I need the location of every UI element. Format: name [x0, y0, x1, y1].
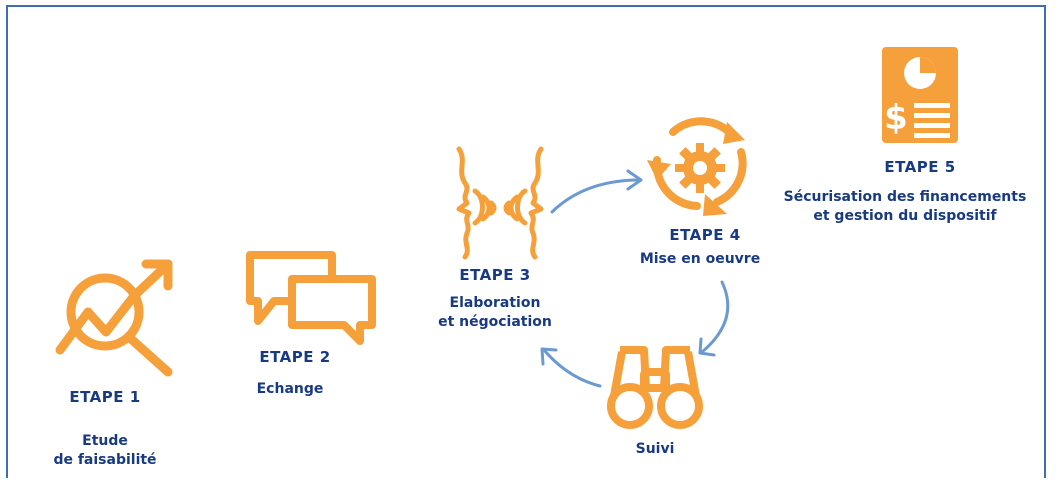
step-4-desc-line-1: Mise en oeuvre — [639, 251, 761, 267]
step-3-title: ETAPE 3 — [459, 266, 531, 284]
gear-cycle-icon — [645, 110, 755, 220]
step-1-desc-line-2: de faisabilité — [53, 452, 157, 468]
step-2-title: ETAPE 2 — [259, 348, 331, 366]
step-5-desc-line-2: et gestion du dispositif — [813, 208, 997, 224]
arrow-step3-to-step4 — [550, 178, 642, 214]
negotiation-faces-icon — [445, 145, 555, 260]
step-4-title: ETAPE 4 — [669, 226, 741, 244]
step-5-desc-line-1: Sécurisation des financements — [783, 189, 1027, 205]
diagram-frame — [6, 5, 1046, 478]
suivi-label: Suivi — [635, 441, 675, 457]
step-1-desc-line-1: Etude — [82, 433, 128, 449]
arrow-suivi-to-step3 — [542, 348, 602, 388]
chat-bubbles-icon — [240, 245, 380, 345]
step-3-desc-line-2: et négociation — [438, 314, 552, 330]
svg-text:$: $ — [884, 98, 908, 138]
financial-report-icon: $ — [880, 45, 960, 145]
step-5-title: ETAPE 5 — [884, 158, 956, 176]
binoculars-icon — [600, 340, 710, 430]
arrow-step4-to-suivi — [700, 280, 730, 354]
step-1-title: ETAPE 1 — [69, 388, 141, 406]
step-3-desc-line-1: Elaboration — [449, 295, 541, 311]
search-growth-icon — [50, 250, 190, 380]
step-2-desc-line-1: Echange — [256, 381, 324, 397]
